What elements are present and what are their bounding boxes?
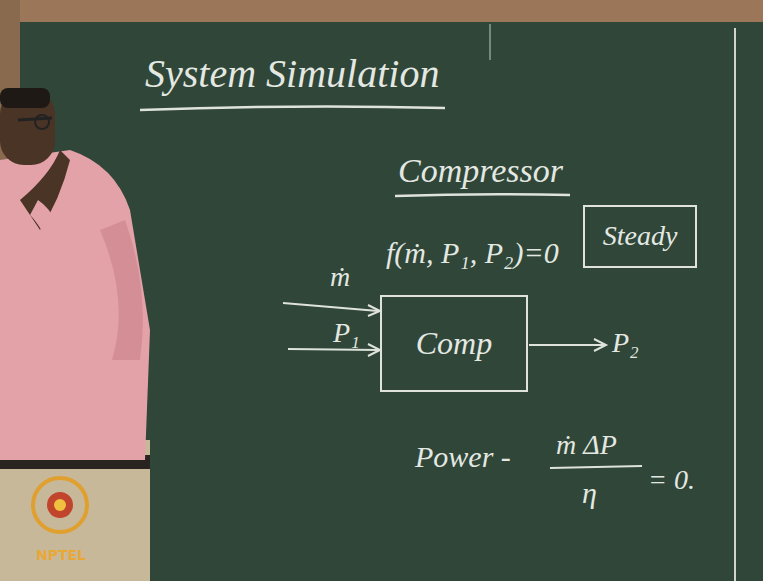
lecturer-figure <box>0 88 150 581</box>
signal-name: P₂ <box>612 328 639 359</box>
board-title: System Simulation <box>145 52 439 96</box>
input-arrow <box>283 303 378 311</box>
heading-underline <box>395 194 570 196</box>
signal-name: ṁ <box>330 262 350 293</box>
process-box: Comp <box>380 295 528 392</box>
arrow-head <box>368 305 380 316</box>
arrow-head <box>594 339 606 351</box>
equation: f(ṁ, P₁, P₂)=0 <box>386 236 559 269</box>
input-arrow <box>288 349 378 350</box>
nptel-logo <box>33 478 87 532</box>
note-box: Steady <box>583 205 697 268</box>
signal-name: P₁ <box>333 318 360 349</box>
chalk-mark <box>489 24 491 60</box>
logo-text: NPTEL <box>36 548 86 563</box>
arrow-head <box>368 344 380 356</box>
box-label: Comp <box>416 326 492 361</box>
equation: Power - <box>415 440 511 473</box>
fraction-bar <box>550 466 642 468</box>
board-edge-line <box>734 28 736 581</box>
equation: ṁ ΔP <box>556 430 617 461</box>
output-arrow <box>529 344 604 346</box>
title-underline <box>140 106 445 110</box>
equation: = 0. <box>648 465 695 496</box>
wood-frame <box>0 0 763 22</box>
section-heading: Compressor <box>398 152 563 189</box>
box-label: Steady <box>603 221 678 252</box>
equation: η <box>582 476 597 509</box>
